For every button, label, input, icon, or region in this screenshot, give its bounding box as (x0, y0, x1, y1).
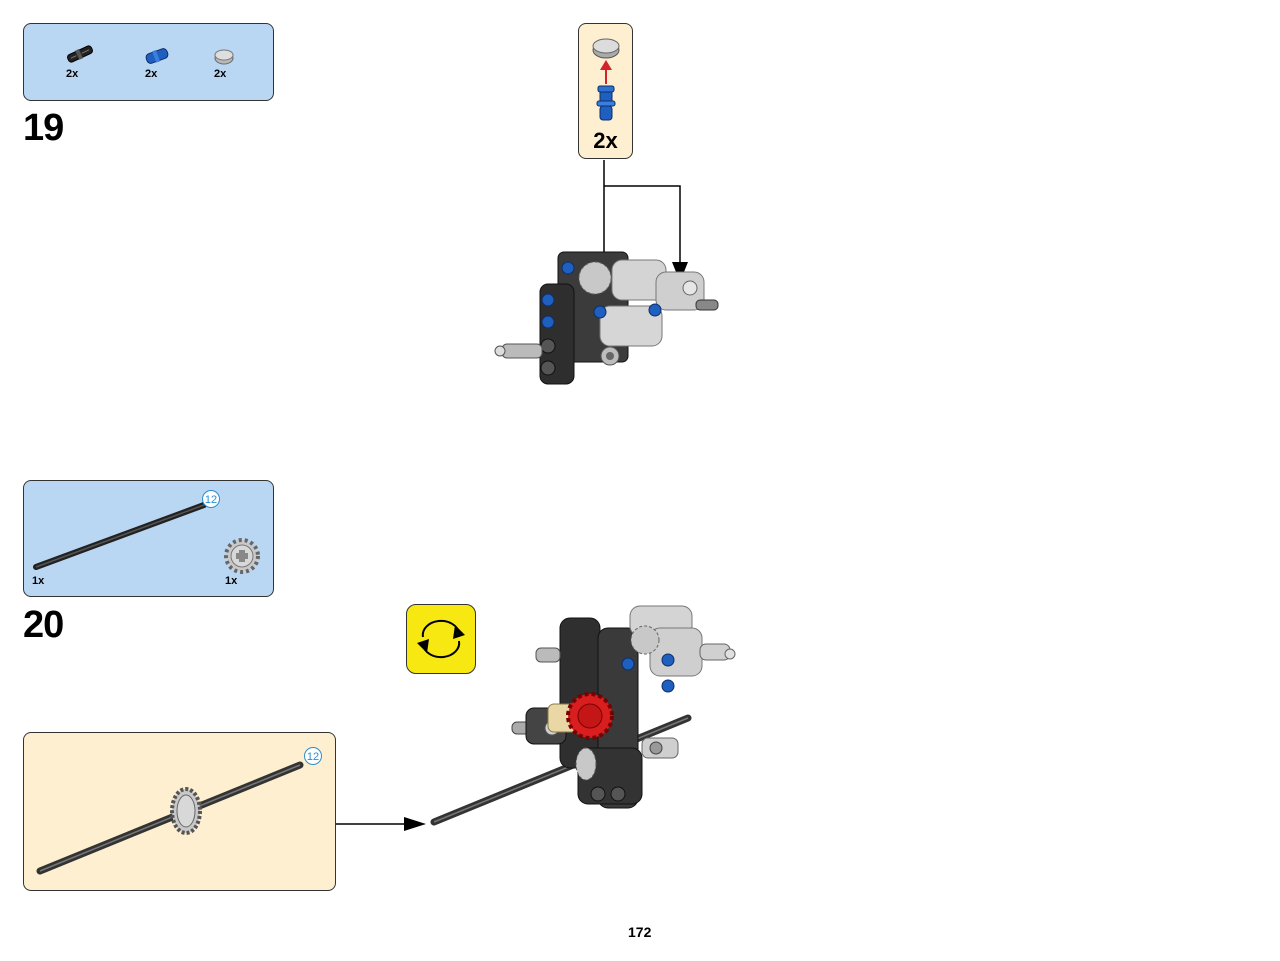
blue-pin-icon (596, 85, 616, 121)
page-number: 172 (628, 924, 652, 940)
callout-qty: 2x (593, 128, 618, 153)
axle-with-gear-illustration (36, 761, 304, 875)
rotate-model-icon (406, 604, 476, 674)
step19-model-illustration (494, 160, 719, 385)
part-qty: 2x (66, 68, 79, 80)
blue-pin-icon (145, 48, 169, 64)
part-qty: 2x (145, 68, 158, 80)
red-arrow-icon (600, 60, 612, 84)
rotate-arrows-icon (417, 619, 465, 659)
axle-length-badge: 12 (202, 490, 220, 508)
grey-round-tile-icon (214, 49, 234, 65)
step19-callout: 2x (578, 23, 633, 159)
step20-parts-list: 12 1x 1x (23, 480, 274, 597)
black-pin-icon (67, 45, 93, 63)
step-number: 20 (23, 604, 64, 646)
step19-parts-list: 2x 2x 2x (23, 23, 274, 101)
step20-model-illustration (430, 605, 736, 826)
axle-length-badge: 12 (304, 747, 322, 765)
axle-12-icon (33, 502, 207, 570)
gear-icon (224, 538, 260, 574)
subassembly-arrow (336, 817, 426, 831)
grey-round-tile-icon (592, 38, 620, 59)
part-qty: 2x (214, 68, 227, 80)
part-qty: 1x (32, 575, 45, 587)
step-number: 19 (23, 107, 64, 149)
step20-subassembly: 12 (23, 732, 336, 891)
part-qty: 1x (225, 575, 238, 587)
